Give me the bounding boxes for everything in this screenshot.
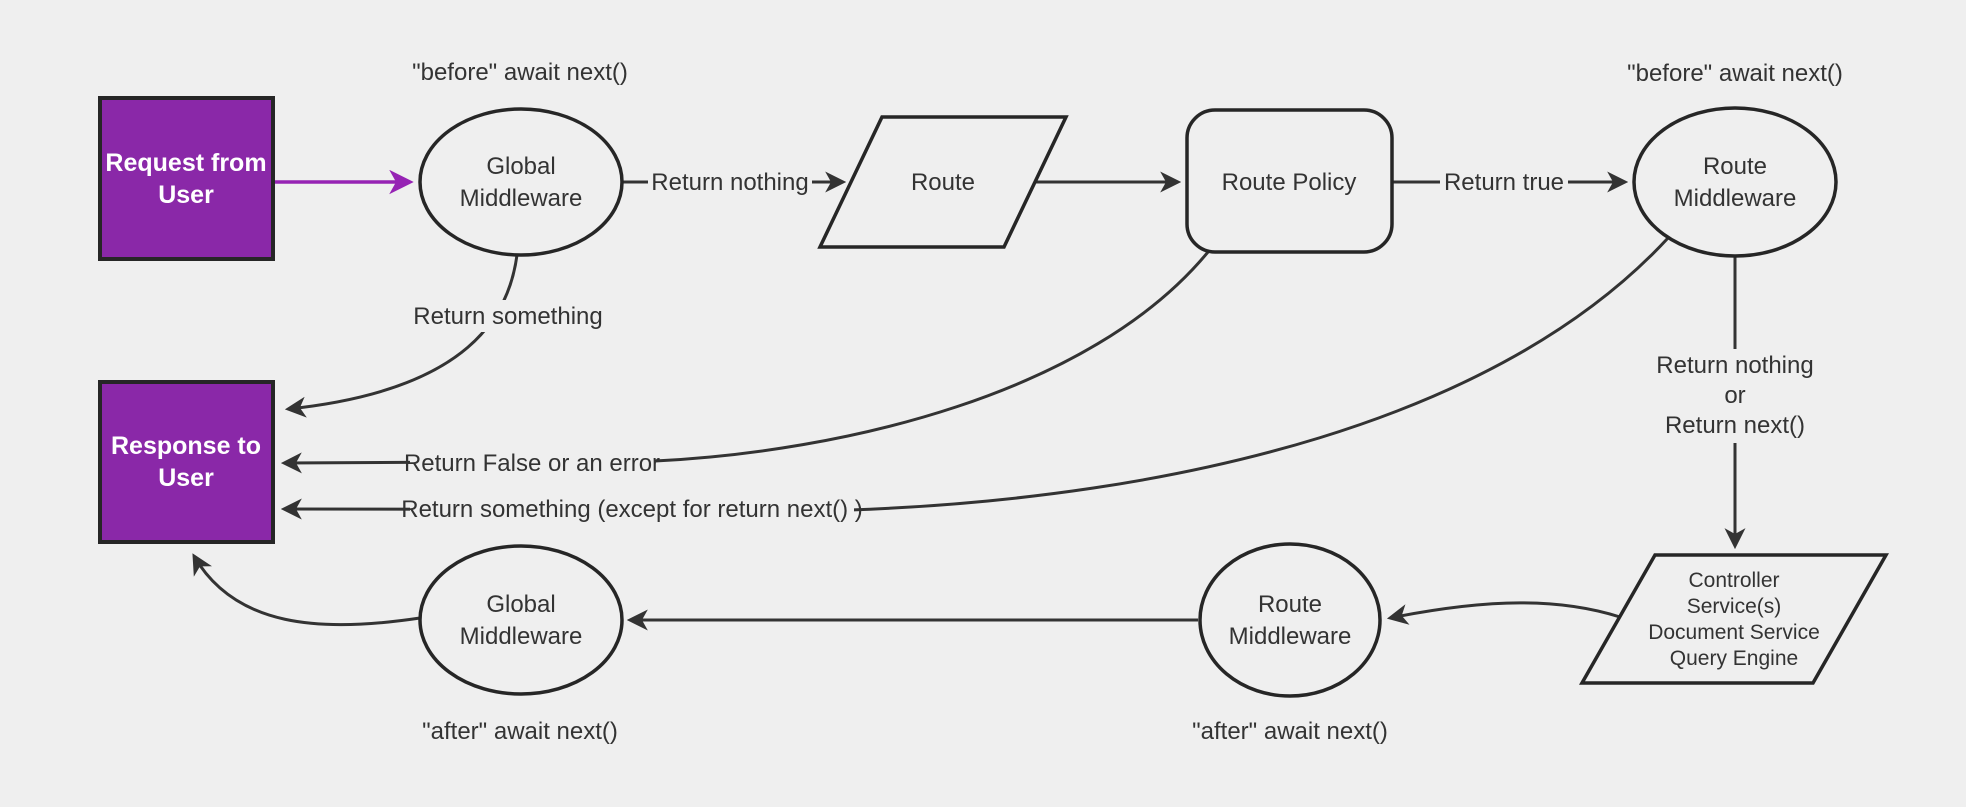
label-return-true: Return true (1444, 169, 1564, 196)
node-global-middleware-top: Global Middleware (418, 107, 624, 257)
label-after-await-next-global: "after" await next() (422, 718, 618, 745)
node-controller-stack: Controller Service(s) Document Service Q… (1578, 553, 1890, 685)
halo-return-true (1440, 166, 1568, 198)
halo-return-except (410, 493, 854, 525)
route-middleware-bottom-label-line2: Middleware (1229, 623, 1352, 650)
request-from-user-label-line2: User (158, 181, 214, 209)
label-return-nothing-or-line2: or (1724, 382, 1745, 409)
controller-stack-parallelogram (1578, 553, 1890, 685)
halo-return-nothing-or (1648, 349, 1824, 443)
route-middleware-top-label-line1: Route (1703, 153, 1767, 180)
response-to-user-box (98, 380, 275, 544)
halo-return-nothing (648, 166, 812, 198)
label-return-nothing-or-line3: Return next() (1665, 412, 1805, 439)
node-route-policy: Route Policy (1185, 108, 1394, 254)
label-return-nothing: Return nothing (651, 169, 808, 196)
edge-global-middleware-bottom-to-response (192, 553, 421, 627)
route-middleware-bottom-ellipse (1198, 542, 1382, 698)
global-middleware-top-ellipse (418, 107, 624, 257)
global-middleware-top-label-line1: Global (486, 153, 555, 180)
request-from-user-label-line1: Request from (105, 149, 266, 177)
node-route: Route (817, 115, 1069, 249)
edge-route-policy-to-response (280, 251, 1210, 474)
edge-global-middleware-to-response (284, 254, 519, 418)
global-middleware-bottom-label-line1: Global (486, 591, 555, 618)
route-parallelogram (817, 115, 1069, 249)
route-policy-label: Route Policy (1222, 169, 1357, 196)
controller-stack-label-line3: Document Service (1648, 621, 1820, 644)
route-policy-rect (1185, 108, 1394, 254)
label-after-await-next-route: "after" await next() (1192, 718, 1388, 745)
controller-stack-label-line4: Query Engine (1670, 647, 1798, 670)
node-global-middleware-bottom: Global Middleware (418, 544, 624, 696)
request-from-user-box (98, 96, 275, 261)
node-route-middleware-top: Route Middleware (1632, 106, 1838, 258)
global-middleware-top-label-line2: Middleware (460, 185, 583, 212)
global-middleware-bottom-label-line2: Middleware (460, 623, 583, 650)
label-return-something: Return something (413, 303, 602, 330)
node-response-to-user: Response to User (98, 380, 275, 544)
controller-stack-label-line1: Controller (1688, 569, 1779, 592)
response-to-user-label-line2: User (158, 464, 214, 492)
route-middleware-top-label-line2: Middleware (1674, 185, 1797, 212)
label-return-something-except: Return something (except for return next… (401, 496, 863, 523)
halo-return-something (412, 300, 604, 332)
controller-stack-label-line2: Service(s) (1687, 595, 1782, 618)
node-route-middleware-bottom: Route Middleware (1198, 542, 1382, 698)
edge-controller-to-route-middleware-bottom (1386, 601, 1621, 625)
route-middleware-bottom-label-line1: Route (1258, 591, 1322, 618)
global-middleware-bottom-ellipse (418, 544, 624, 696)
edge-route-middleware-to-response (280, 236, 1670, 520)
label-before-await-next-global: "before" await next() (412, 59, 628, 86)
label-return-nothing-or-line1: Return nothing (1656, 352, 1813, 379)
node-request-from-user: Request from User (98, 96, 275, 261)
route-label: Route (911, 169, 975, 196)
label-return-false-or-error: Return False or an error (404, 450, 660, 477)
route-middleware-top-ellipse (1632, 106, 1838, 258)
response-to-user-label-line1: Response to (111, 432, 261, 460)
label-before-await-next-route: "before" await next() (1627, 60, 1843, 87)
halo-return-false (410, 447, 654, 479)
